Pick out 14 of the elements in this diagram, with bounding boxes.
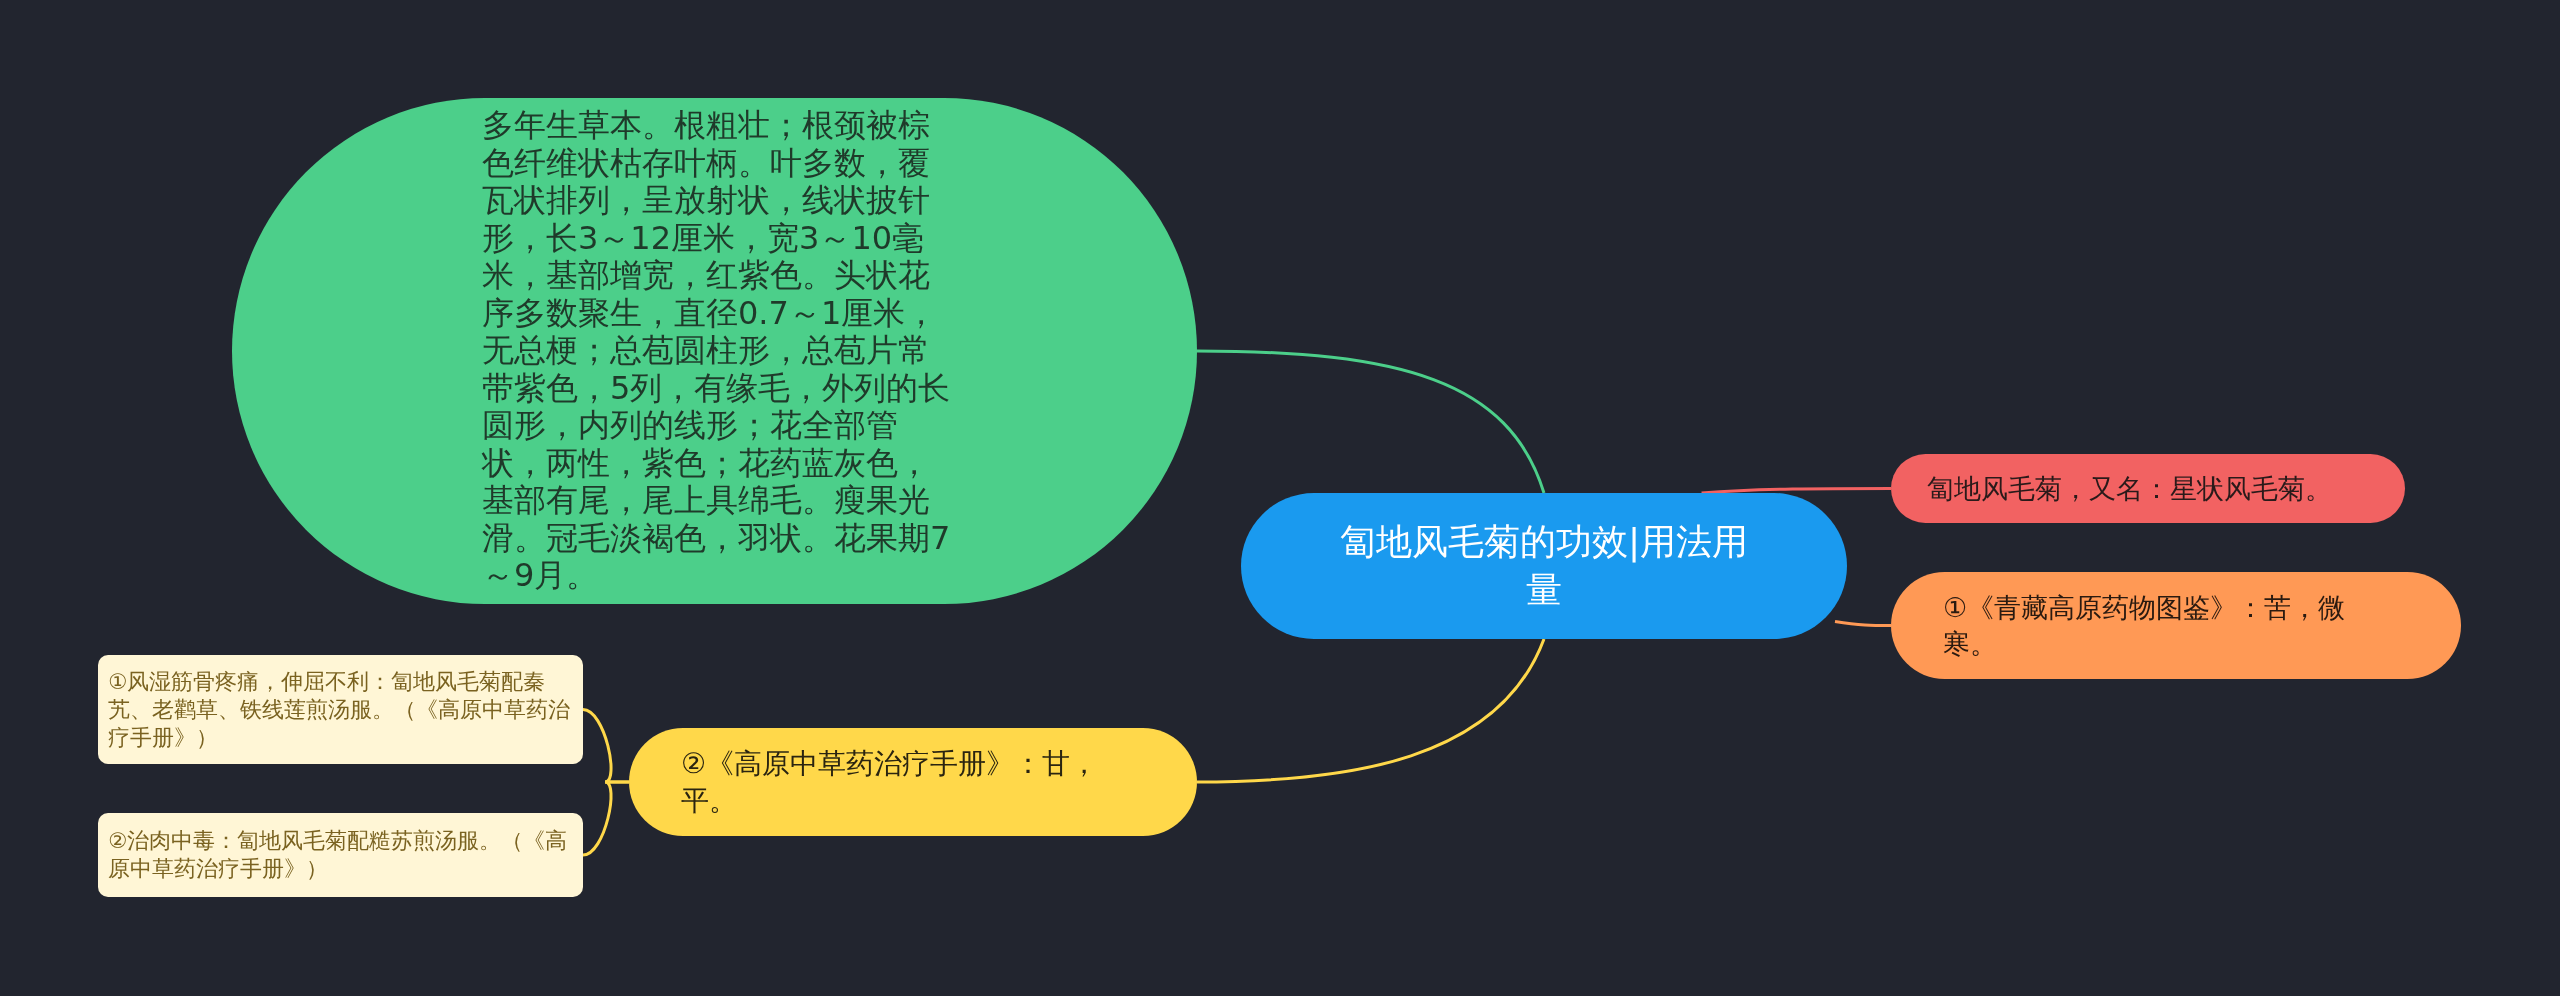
node-text: ①《青藏高原药物图鉴》：苦，微寒。 [1943,590,2347,661]
node-text: ①风湿筋骨疼痛，伸屈不利：匐地风毛菊配秦艽、老鹳草、铁线莲煎汤服。（《高原中草药治疗手册》） [108,667,571,752]
note-card [98,655,583,764]
connector-line [1701,487,1891,495]
node-text: 匐地风毛菊的功效|用法用量 [1338,520,1750,612]
node-text: 匐地风毛菊，又名：星状风毛菊。 [1927,471,2332,506]
connector-line [1196,349,1546,494]
connector-line [1196,638,1546,784]
node-text: ②治肉中毒：匐地风毛菊配糙苏煎汤服。（《高原中草药治疗手册》） [108,827,569,883]
node-text: 多年生草本。根粗壮；根颈被棕色纤维状枯存叶柄。叶多数，覆瓦状排列，呈放射状，线状披针形，长3～12厘米，宽3～10毫米，基部增宽，红紫色。头状花序多数聚生，直径0.7～1厘米，无总梗；总苞圆柱形，总苞片常带紫色，5列，有缘毛，外列的长圆形，内列的线形；花全部管状，两性，紫色；花药蓝灰色，基部有尾，尾上具绵毛。瘦果光滑。冠毛淡褐色，羽状。花果期7～9月。 [482,107,952,595]
node-text: ②《高原中草药治疗手册》：甘，平。 [681,746,1100,819]
connector-line [1834,620,1891,627]
note-card [98,813,583,897]
connector-line [582,780,629,857]
